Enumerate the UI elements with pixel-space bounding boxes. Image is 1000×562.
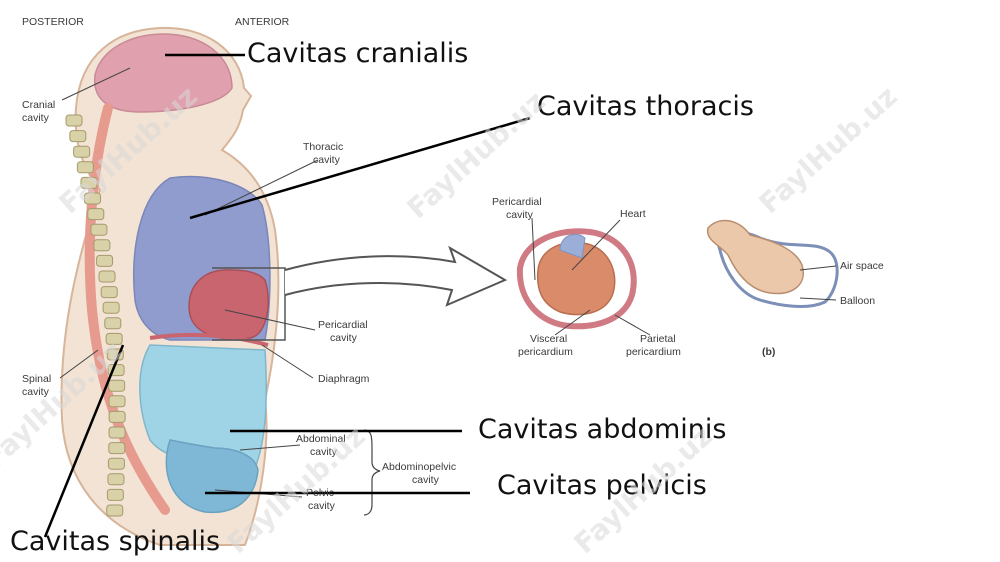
thoracic-cavity-label-1: Thoracic: [303, 141, 343, 153]
pericardial-cavity-label-2: cavity: [330, 332, 358, 344]
cavitas-spinalis-label: Cavitas spinalis: [10, 526, 220, 557]
thoracic-cavity-label-2: cavity: [313, 154, 341, 166]
inset-pericardial-cavity-label-2: cavity: [506, 209, 534, 221]
pericardial-cavity-shape: [189, 270, 268, 339]
panel-letter-label: (b): [762, 346, 775, 358]
abdominopelvic-cavity-label-1: Abdominopelvic: [382, 461, 456, 473]
vertebra: [107, 505, 123, 516]
vertebra: [109, 380, 125, 391]
vertebra: [66, 115, 82, 126]
abdominopelvic-cavity-label-2: cavity: [412, 474, 440, 486]
inset-arrow: [285, 248, 505, 305]
watermark-3: FaylHub.uz: [753, 79, 904, 220]
pericardial-cavity-label-1: Pericardial: [318, 319, 368, 331]
parietal-pericardium-label-1: Parietal: [640, 333, 676, 345]
anterior-label: ANTERIOR: [235, 16, 290, 28]
inset-heart-label: Heart: [620, 208, 646, 220]
cranial-cavity-label-1: Cranial: [22, 99, 55, 111]
vertebra: [108, 458, 124, 469]
pelvic-cavity-label-2: cavity: [308, 500, 336, 512]
inset-pericardial-cavity-label-1: Pericardial: [492, 196, 542, 208]
balloon-label: Balloon: [840, 295, 875, 307]
vertebra: [88, 209, 104, 220]
vertebra: [74, 146, 90, 157]
vertebra: [107, 489, 123, 500]
cavitas-cranialis-label: Cavitas cranialis: [247, 38, 468, 69]
heart-inset: [520, 231, 634, 326]
vertebra: [99, 271, 115, 282]
vertebra: [101, 287, 117, 298]
cavitas-thoracis-label: Cavitas thoracis: [537, 91, 754, 122]
cranial-cavity-label-2: cavity: [22, 112, 50, 124]
vertebra: [109, 396, 125, 407]
spinal-cavity-label-1: Spinal: [22, 373, 51, 385]
vertebra: [94, 240, 110, 251]
vertebra: [109, 427, 125, 438]
vertebra: [103, 302, 119, 313]
balloon-inset: [708, 221, 838, 307]
vertebra: [70, 131, 86, 142]
air-space-label: Air space: [840, 260, 884, 272]
diaphragm-label: Diaphragm: [318, 373, 370, 385]
vertebra: [91, 224, 107, 235]
vertebra: [109, 411, 125, 422]
vertebra: [109, 443, 125, 454]
vertebra: [105, 318, 121, 329]
visceral-pericardium-label-1: Visceral: [530, 333, 567, 345]
vertebra: [108, 474, 124, 485]
parietal-pericardium-label-2: pericardium: [626, 346, 681, 358]
vertebra: [97, 255, 113, 266]
visceral-pericardium-label-2: pericardium: [518, 346, 573, 358]
posterior-label: POSTERIOR: [22, 16, 84, 28]
